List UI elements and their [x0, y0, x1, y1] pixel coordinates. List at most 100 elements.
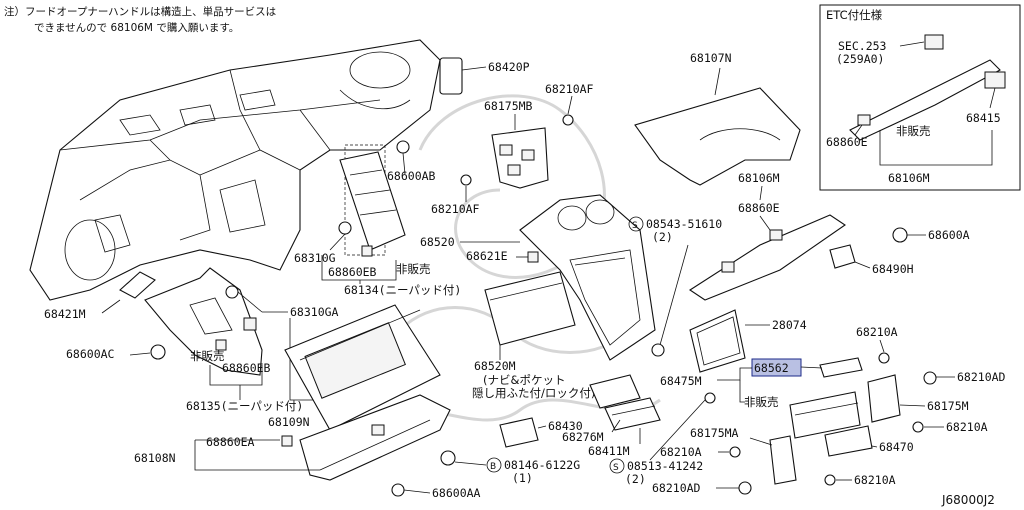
- screw-08513: [704, 392, 716, 404]
- screw-68600AA: [391, 483, 431, 497]
- label-68411M: 68411M: [588, 444, 630, 458]
- label-68520: 68520: [420, 235, 455, 249]
- label-68175MB: 68175MB: [484, 99, 533, 113]
- clip-68490H: [829, 244, 856, 269]
- bracket-68175MB: [491, 127, 549, 189]
- bracket-68475M: [789, 391, 861, 439]
- label-68600AC: 68600AC: [66, 347, 115, 361]
- label-68600AA: 68600AA: [432, 486, 481, 500]
- label-68600AB: 68600AB: [387, 169, 436, 183]
- label-68210A-bottom: 68210A: [660, 445, 702, 459]
- label-08513: 08513-41242: [627, 459, 703, 473]
- not-sold-label-2: 非販売: [190, 349, 225, 363]
- screw-symbol-icon-2: [609, 458, 625, 474]
- label-68490H: 68490H: [872, 262, 914, 276]
- part-68430: [499, 417, 547, 448]
- label-68107N: 68107N: [690, 51, 732, 65]
- highlight-68562: [751, 358, 802, 377]
- not-sold-label-1: 非販売: [396, 262, 431, 276]
- etc-sec-line-1: SEC.253: [838, 39, 887, 53]
- bracket-68175M: [867, 374, 901, 423]
- label-68210AF-mid: 68210AF: [431, 202, 480, 216]
- label-68520M: 68520M: [474, 359, 516, 373]
- label-68310G: 68310G: [294, 251, 336, 265]
- label-68210AD-right: 68210AD: [957, 370, 1006, 384]
- bracket-68175MA: [769, 435, 797, 485]
- label-68470: 68470: [879, 440, 914, 454]
- screw-68210AD-bottom: [738, 481, 752, 495]
- diagram-id: J68000J2: [941, 493, 995, 507]
- screw-68210A-r1: [878, 352, 890, 364]
- clip-68310GA: [225, 285, 239, 299]
- switch-68421M: [101, 271, 156, 314]
- screw-68210A-bottom: [729, 446, 741, 458]
- display-28074: [689, 309, 746, 373]
- clip-68860EB-top: [361, 245, 373, 257]
- clip-68310G: [338, 221, 352, 235]
- etc-label-68415: 68415: [966, 111, 1001, 125]
- screw-68210AF-mid: [460, 174, 472, 186]
- label-68175M: 68175M: [927, 399, 969, 413]
- label-68860EA: 68860EA: [206, 435, 255, 449]
- screw-68600A: [892, 227, 908, 243]
- not-sold-label-3: 非販売: [744, 395, 779, 409]
- screw-letter-2: S: [613, 463, 619, 473]
- vent-68420P: [439, 57, 487, 95]
- clip-68621E: [527, 251, 539, 263]
- etc-inset-box: [819, 4, 1021, 191]
- glove-box-68108N: [299, 394, 451, 481]
- screw-68600AB: [396, 140, 410, 154]
- label-08146: 08146-6122G: [504, 458, 580, 472]
- bolt-08146: [440, 450, 487, 466]
- label-68210AF-top: 68210AF: [545, 82, 594, 96]
- label-68106M: 68106M: [738, 171, 780, 185]
- instrument-panel-part: [29, 39, 441, 301]
- glove-box-lid-68109N: [284, 304, 441, 431]
- pad-68562: [819, 357, 863, 378]
- screw-symbol-icon: [628, 216, 644, 232]
- etc-sec-line-2: (259A0): [836, 52, 884, 66]
- label-68562: 68562: [754, 361, 789, 375]
- service-note-line-2: できませんので 68106M で購入願います。: [34, 21, 239, 34]
- cluster-pad-68107N: [634, 87, 801, 186]
- label-28074: 28074: [772, 318, 807, 332]
- label-68109N: 68109N: [268, 415, 310, 429]
- label-68210A-r2: 68210A: [946, 420, 988, 434]
- bolt-letter: B: [490, 462, 496, 472]
- label-68520M-note-2: 隠し用ふた付/ロック付): [472, 386, 595, 400]
- screw-68210AD-right: [923, 371, 937, 385]
- screw-68600AC: [129, 344, 166, 360]
- label-08543: 08543-51610: [646, 217, 722, 231]
- label-68621E: 68621E: [466, 249, 508, 263]
- center-console-68520: [519, 194, 656, 361]
- screw-68210A-r2: [912, 421, 924, 433]
- label-68475M: 68475M: [660, 374, 702, 388]
- screw-68210AF-top: [562, 114, 574, 126]
- clip-68860EA: [281, 435, 293, 447]
- label-68210A-r1: 68210A: [856, 325, 898, 339]
- service-note-line-1: 注）フードオープナーハンドルは構造上、単品サービスは: [4, 5, 276, 18]
- pocket-68470: [824, 425, 873, 457]
- label-08513-qty: (2): [625, 472, 646, 486]
- screw-letter: S: [632, 221, 638, 231]
- label-68175MA: 68175MA: [690, 426, 739, 440]
- lid-68520M: [484, 271, 576, 346]
- label-68421M: 68421M: [44, 307, 86, 321]
- bolt-symbol-icon: [486, 457, 502, 473]
- label-68310GA: 68310GA: [290, 305, 339, 319]
- etc-box-title: ETC付仕様: [826, 8, 883, 22]
- duct-68310G: [339, 151, 406, 251]
- label-68430: 68430: [548, 419, 583, 433]
- label-68860E: 68860E: [738, 201, 780, 215]
- label-68860EB-top: 68860EB: [328, 265, 377, 279]
- label-68860EB-bottom: 68860EB: [222, 361, 271, 375]
- screw-68210A-bottom-right: [824, 474, 836, 486]
- label-68276M: 68276M: [562, 430, 604, 444]
- etc-label-68860E: 68860E: [826, 135, 868, 149]
- label-68520M-note-1: (ナビ&ポケット: [483, 373, 565, 387]
- label-68600A: 68600A: [928, 228, 970, 242]
- etc-label-68106M: 68106M: [888, 171, 930, 185]
- label-08146-qty: (1): [512, 471, 533, 485]
- label-68420P: 68420P: [488, 60, 530, 74]
